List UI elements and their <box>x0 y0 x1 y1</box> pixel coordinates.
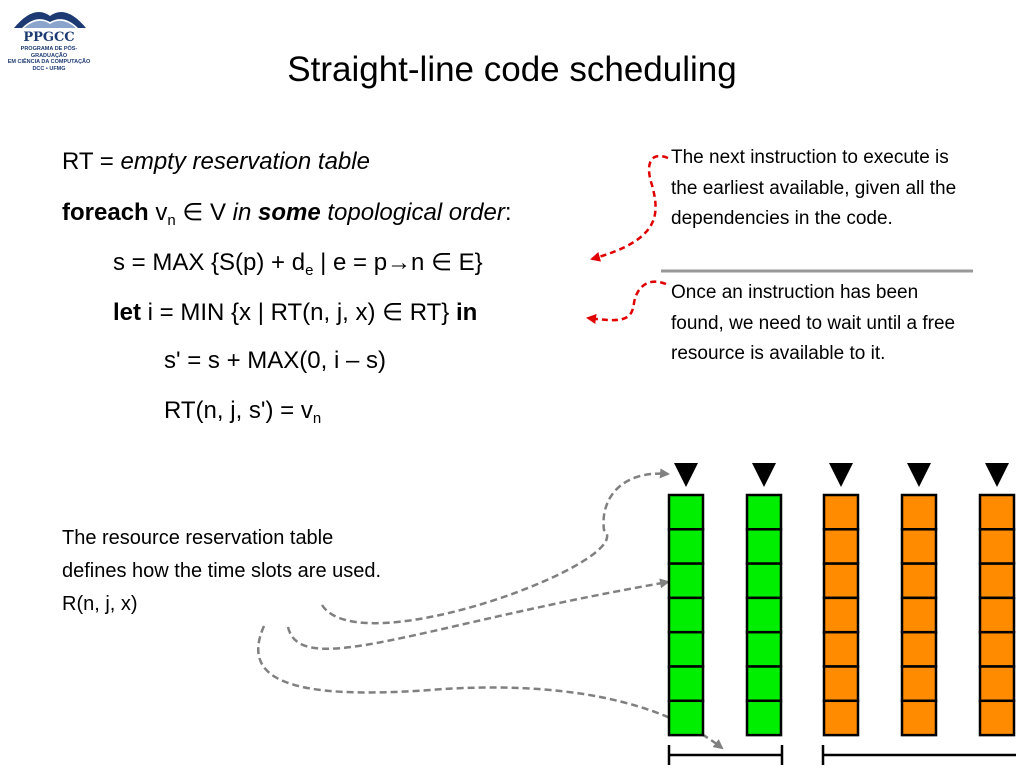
time-slot <box>667 562 705 600</box>
time-slot <box>978 528 1016 565</box>
algo-text: RT = <box>62 148 121 175</box>
time-slot <box>745 562 783 600</box>
algo-text: ∈ V <box>175 199 233 226</box>
subscript: n <box>312 410 322 427</box>
time-slot <box>822 699 860 737</box>
subscript: e <box>305 262 314 279</box>
algo-text: i = MIN {x | RT(n, j, x) ∈ RT} <box>141 299 456 326</box>
algo-text: RT(n, j, s') = v <box>164 397 313 424</box>
subscript: n <box>167 212 176 229</box>
resource-pointer-icon <box>985 463 1009 487</box>
note-next-instruction: The next instruction to execute is the e… <box>671 147 957 229</box>
resource-reservation-table <box>667 463 1016 737</box>
green-bracket <box>667 745 784 765</box>
gray-arrow-to-slot <box>286 578 670 651</box>
logo-subtitle: PROGRAMA DE PÓS-GRADUAÇÃO EM CIÊNCIA DA … <box>4 46 94 72</box>
algo-text-italic: empty reservation table <box>120 148 370 175</box>
algo-text: s = MAX {S(p) + d <box>113 249 306 276</box>
keyword-foreach: foreach <box>62 199 149 226</box>
algo-line-2: foreach vn ∈ V in some topological order… <box>62 198 512 229</box>
time-slot <box>978 596 1016 634</box>
keyword-some: some <box>258 199 321 226</box>
algo-text-italic: in <box>232 199 252 226</box>
ppgcc-logo: PPGCC PROGRAMA DE PÓS-GRADUAÇÃO EM CIÊNC… <box>4 2 94 72</box>
time-slot <box>900 596 938 634</box>
time-slot <box>822 493 860 531</box>
algo-text: v <box>148 199 168 226</box>
time-slot <box>900 562 938 600</box>
time-slot <box>667 596 705 634</box>
red-arrow-to-let-line <box>586 280 667 324</box>
algo-text: | e = p→n ∈ E} <box>313 249 483 276</box>
red-arrow-to-s-line <box>590 154 669 262</box>
logo-subtitle-line: EM CIÊNCIA DA COMPUTAÇÃO <box>7 59 91 65</box>
time-slot <box>822 528 860 565</box>
resource-pointer-icon <box>752 463 776 487</box>
algo-line-3: s = MAX {S(p) + de | e = p→n ∈ E} <box>113 248 483 279</box>
algo-line-1: RT = empty reservation table <box>62 148 370 176</box>
time-slot <box>822 562 860 600</box>
time-slot <box>667 630 705 668</box>
time-slot <box>978 562 1016 600</box>
time-slot <box>978 630 1016 668</box>
time-slot <box>745 493 783 531</box>
time-slot <box>745 665 783 703</box>
algo-line-5: s' = s + MAX(0, i – s) <box>164 347 386 375</box>
time-slot <box>978 699 1016 737</box>
resource-pointer-icon <box>829 463 853 487</box>
orange-bracket <box>821 745 1016 765</box>
algo-text: : <box>504 199 512 226</box>
logo-roof-icon <box>14 12 86 28</box>
algo-text: s' = s + MAX(0, i – s) <box>164 347 386 374</box>
algo-line-4: let i = MIN {x | RT(n, j, x) ∈ RT} in <box>113 298 477 327</box>
time-slot <box>900 493 938 531</box>
algo-text-italic: topological order <box>320 199 505 226</box>
logo-subtitle-line: DCC • UFMG <box>32 65 66 72</box>
logo-name: PPGCC <box>23 30 75 45</box>
time-slot <box>667 528 705 565</box>
note-reservation-table: The resource reservation table defines h… <box>62 527 382 615</box>
resource-pointer-icon <box>907 463 931 487</box>
time-slot <box>900 630 938 668</box>
time-slot <box>822 596 860 634</box>
time-slot <box>978 665 1016 703</box>
algo-line-6: RT(n, j, s') = vn <box>164 397 322 427</box>
time-slot <box>978 493 1016 531</box>
resource-pointer-icon <box>674 463 698 487</box>
time-slot <box>745 528 783 565</box>
time-slot <box>900 665 938 703</box>
time-slot <box>745 596 783 634</box>
time-slot <box>900 528 938 565</box>
time-slot <box>745 699 783 737</box>
gray-arrow-to-resources <box>320 468 670 625</box>
time-slot <box>745 630 783 668</box>
time-slot <box>667 699 705 737</box>
time-slot <box>900 699 938 737</box>
slide-title: Straight-line code scheduling <box>287 50 737 89</box>
time-slot <box>667 665 705 703</box>
time-slot <box>822 630 860 668</box>
keyword-in: in <box>456 299 478 326</box>
note-resource-wait: Once an instruction has been found, we n… <box>671 282 956 364</box>
time-slot <box>822 665 860 703</box>
logo-subtitle-line: PROGRAMA DE PÓS-GRADUAÇÃO <box>20 46 78 59</box>
gray-arrow-to-instruction <box>257 625 724 750</box>
keyword-let: let <box>113 299 142 326</box>
time-slot <box>667 493 705 531</box>
